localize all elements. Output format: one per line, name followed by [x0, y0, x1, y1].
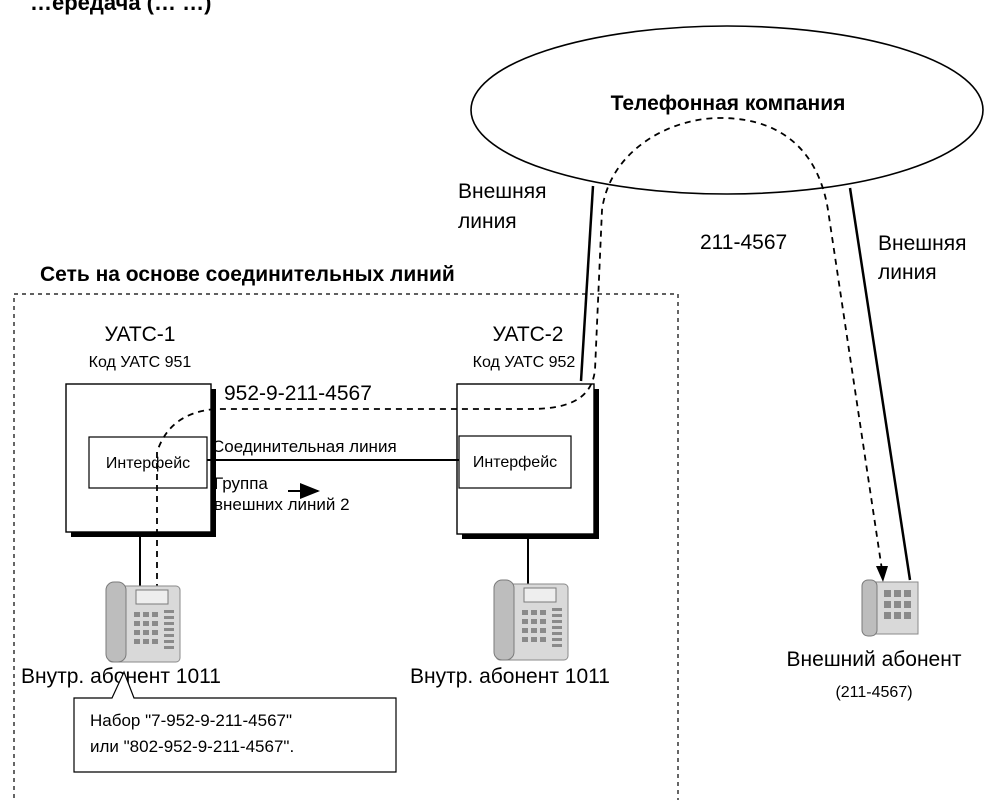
pbx1-interface-label: Интерфейс	[106, 455, 190, 472]
pbx2-interface-label: Интерфейс	[473, 454, 557, 471]
outer-line-left-label-1: Внешняя	[458, 180, 546, 203]
pbx2-code: Код УАТС 952	[473, 354, 576, 371]
telephone-company-label: Телефонная компания	[611, 92, 846, 115]
pbx1-interface-box	[88, 436, 208, 489]
extension1-label: Внутр. абонент 1011	[21, 665, 221, 688]
telephone-company-cloud	[470, 25, 984, 195]
pbx2-name: УАТС-2	[493, 323, 564, 346]
outer-line-left-label-2: линия	[458, 210, 517, 233]
external-subscriber-label: Внешний абонент	[787, 648, 962, 671]
desk-phone-icon	[493, 579, 569, 661]
pbx1-code: Код УАТС 951	[89, 354, 192, 371]
callout-box	[73, 670, 397, 773]
network-label: Сеть на основе соединительных линий	[40, 263, 455, 286]
small-phone-icon	[861, 579, 919, 637]
outer-line-right-label-1: Внешняя	[878, 232, 966, 255]
dialed-number-label: 211-4567	[700, 231, 787, 254]
call-route-arrowhead	[876, 566, 888, 582]
trunk-group-label-2: внешних линий 2	[214, 495, 350, 514]
pbx1-name: УАТС-1	[105, 323, 176, 346]
dial-route-label: 952-9-211-4567	[224, 382, 372, 405]
external-line-pbx2	[579, 185, 595, 382]
extension2-label: Внутр. абонент 1011	[410, 665, 610, 688]
external-subscriber-number: (211-4567)	[835, 684, 912, 701]
callout-line-1: Набор "7-952-9-211-4567"	[90, 711, 292, 730]
callout-line-2: или "802-952-9-211-4567".	[90, 737, 294, 756]
desk-phone-icon	[105, 581, 181, 663]
trunk-network-boundary	[13, 293, 679, 800]
external-line-subscriber	[848, 187, 912, 581]
outer-line-right-label-2: линия	[878, 261, 937, 284]
trunk-line-label: Соединительная линия	[212, 437, 397, 456]
header-title: …ередача (… …)	[30, 0, 211, 15]
trunk-group-label-1: Группа	[214, 474, 268, 493]
pbx2-interface-box	[458, 435, 572, 489]
